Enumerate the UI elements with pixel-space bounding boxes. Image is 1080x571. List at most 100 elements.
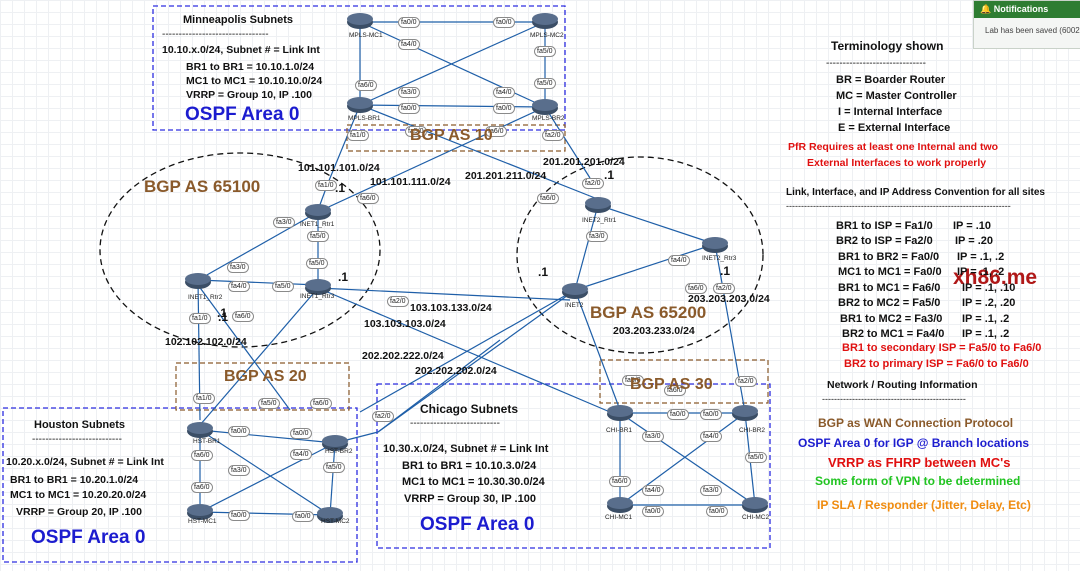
device-label-mpls-br2[interactable]: MPLS-BR2 bbox=[532, 115, 565, 122]
router-icon-inet1-rtr2 bbox=[185, 273, 211, 289]
interface-label: fa3/0 bbox=[227, 262, 249, 273]
device-label-inet1-rtr1[interactable]: INET1_Rtr1 bbox=[300, 221, 335, 228]
router-icon-inet2-rtr3 bbox=[702, 237, 728, 253]
router-icon-hst-mc2 bbox=[317, 507, 343, 523]
convention-row-name: BR1 to MC1 = Fa6/0 bbox=[838, 282, 941, 294]
houston-line4: VRRP = Group 20, IP .100 bbox=[16, 506, 142, 518]
interface-label: fa4/0 bbox=[290, 449, 312, 460]
network-sla: IP SLA / Responder (Jitter, Delay, Etc) bbox=[817, 498, 1031, 512]
interface-label: fa2/0 bbox=[372, 411, 394, 422]
notification-panel[interactable]: 🔔 Notifications Lab has been saved (6002 bbox=[973, 0, 1080, 49]
network-title: Network / Routing Information bbox=[827, 379, 978, 391]
red-note-2: BR2 to primary ISP = Fa6/0 to Fa6/0 bbox=[844, 358, 1029, 370]
interface-label: fa5/0 bbox=[534, 46, 556, 57]
convention-row-name: BR1 to MC2 = Fa3/0 bbox=[840, 313, 943, 325]
device-label-hst-br1[interactable]: HST-BR1 bbox=[193, 438, 221, 445]
interface-label: fa0/0 bbox=[642, 506, 664, 517]
ip-suffix-label: .1 bbox=[538, 265, 549, 279]
convention-row-ip: IP = .1, .2 bbox=[962, 313, 1010, 325]
subnet-label: 203.203.233.0/24 bbox=[613, 325, 695, 337]
interface-label: fa3/0 bbox=[700, 485, 722, 496]
convention-row-ip: IP = .1, .2 bbox=[957, 251, 1005, 263]
device-label-inet2-rtr1[interactable]: INET2_Rtr1 bbox=[582, 217, 617, 224]
network-vrrp: VRRP as FHRP between MC's bbox=[828, 455, 1011, 470]
interface-label: fa5/0 bbox=[323, 462, 345, 473]
router-icon-inet2-rtr1 bbox=[585, 197, 611, 213]
ip-suffix-label: .1 bbox=[335, 181, 346, 195]
terminology-item: I = Internal Interface bbox=[838, 106, 943, 118]
interface-label: fa4/0 bbox=[668, 255, 690, 266]
router-icon-chi-br2 bbox=[732, 405, 758, 421]
router-icon-mpls-mc1 bbox=[347, 13, 373, 29]
interface-label: fa6/0 bbox=[310, 398, 332, 409]
interface-label: fa5/0 bbox=[534, 78, 556, 89]
device-label-chi-mc2[interactable]: CHI-MC2 bbox=[742, 514, 770, 521]
houston-line1: 10.20.x.0/24, Subnet # = Link Int bbox=[6, 456, 164, 468]
notification-header[interactable]: 🔔 Notifications bbox=[974, 1, 1080, 18]
interface-label: fa5/0 bbox=[622, 375, 644, 386]
device-label-chi-br2[interactable]: CHI-BR2 bbox=[739, 427, 766, 434]
device-label-inet2-rtr2[interactable]: INET2 bbox=[565, 302, 584, 309]
interface-label: fa0/0 bbox=[292, 511, 314, 522]
device-label-chi-mc1[interactable]: CHI-MC1 bbox=[605, 514, 633, 521]
chicago-line1: 10.30.x.0/24, Subnet # = Link Int bbox=[383, 443, 549, 455]
minneapolis-sep: -------------------------------- bbox=[162, 29, 269, 40]
convention-row-name: BR2 to ISP = Fa2/0 bbox=[836, 235, 933, 247]
convention-row-name: BR2 to MC2 = Fa5/0 bbox=[838, 297, 941, 309]
device-label-hst-mc2[interactable]: HST-MC2 bbox=[321, 518, 350, 525]
chicago-ospf: OSPF Area 0 bbox=[420, 514, 535, 535]
interface-label: fa0/0 bbox=[398, 17, 420, 28]
minneapolis-line3: MC1 to MC1 = 10.10.10.0/24 bbox=[186, 75, 323, 87]
network-bgp: BGP as WAN Connection Protocol bbox=[818, 416, 1014, 430]
chicago-line3: MC1 to MC1 = 10.30.30.0/24 bbox=[402, 476, 545, 488]
device-label-mpls-br1[interactable]: MPLS-BR1 bbox=[348, 115, 381, 122]
router-icon-chi-br1 bbox=[607, 405, 633, 421]
houston-ospf: OSPF Area 0 bbox=[31, 527, 146, 548]
interface-label: fa5/0 bbox=[307, 231, 329, 242]
subnet-label: 101.101.101.0/24 bbox=[298, 162, 380, 174]
interface-label: fa0/0 bbox=[493, 103, 515, 114]
interface-label: fa6/0 bbox=[537, 193, 559, 204]
interface-label: fa2/0 bbox=[735, 376, 757, 387]
chicago-sep: --------------------------- bbox=[410, 418, 500, 429]
router-icon-hst-mc1 bbox=[187, 504, 213, 520]
interface-label: fa3/0 bbox=[642, 431, 664, 442]
bgp-as65100-label: BGP AS 65100 bbox=[144, 177, 261, 196]
subnet-label: 101.101.111.0/24 bbox=[370, 176, 451, 188]
device-label-chi-br1[interactable]: CHI-BR1 bbox=[606, 427, 633, 434]
device-label-inet2-rtr3[interactable]: INET2_Rtr3 bbox=[702, 255, 737, 262]
minneapolis-title: Minneapolis Subnets bbox=[183, 14, 294, 26]
interface-label: fa6/0 bbox=[191, 482, 213, 493]
terminology-item: MC = Master Controller bbox=[836, 90, 957, 102]
interface-label: fa6/0 bbox=[232, 311, 254, 322]
interface-label: fa0/0 bbox=[493, 17, 515, 28]
interface-label: fa6/0 bbox=[685, 283, 707, 294]
device-label-inet1-rtr3[interactable]: INET1_Rtr3 bbox=[300, 293, 335, 300]
router-icon-inet1-rtr3 bbox=[305, 279, 331, 295]
router-icon-mpls-br1 bbox=[347, 97, 373, 113]
chicago-line4: VRRP = Group 30, IP .100 bbox=[404, 493, 536, 505]
device-label-hst-mc1[interactable]: HST-MC1 bbox=[188, 518, 217, 525]
device-label-mpls-mc2[interactable]: MPLS-MC2 bbox=[530, 32, 564, 39]
pfr-note-2: External Interfaces to work properly bbox=[807, 157, 987, 169]
subnet-label: 103.103.133.0/24 bbox=[410, 302, 492, 314]
minneapolis-box bbox=[152, 5, 566, 131]
interface-label: fa6/0 bbox=[609, 476, 631, 487]
device-label-mpls-mc1[interactable]: MPLS-MC1 bbox=[349, 32, 383, 39]
convention-sep: ----------------------------------------… bbox=[786, 201, 1011, 211]
interface-label: fa4/0 bbox=[700, 431, 722, 442]
interface-label: fa5/0 bbox=[272, 281, 294, 292]
device-label-hst-br2[interactable]: HST-BR2 bbox=[325, 448, 353, 455]
subnet-label: 102.102.102.0/24 bbox=[165, 336, 247, 348]
interface-label: fa5/0 bbox=[745, 452, 767, 463]
bgp-as65100-ellipse bbox=[99, 152, 381, 348]
device-label-inet1-rtr2[interactable]: INET1_Rtr2 bbox=[188, 294, 223, 301]
interface-label: fa0/0 bbox=[228, 510, 250, 521]
terminology-item: BR = Boarder Router bbox=[836, 74, 946, 86]
network-sep: ----------------------------------------… bbox=[822, 394, 966, 404]
interface-label: fa0/0 bbox=[290, 428, 312, 439]
interface-label: fa4/0 bbox=[642, 485, 664, 496]
convention-row-ip: IP = .1, .2 bbox=[957, 266, 1005, 278]
convention-row-ip: IP = .1, .2 bbox=[962, 328, 1010, 340]
